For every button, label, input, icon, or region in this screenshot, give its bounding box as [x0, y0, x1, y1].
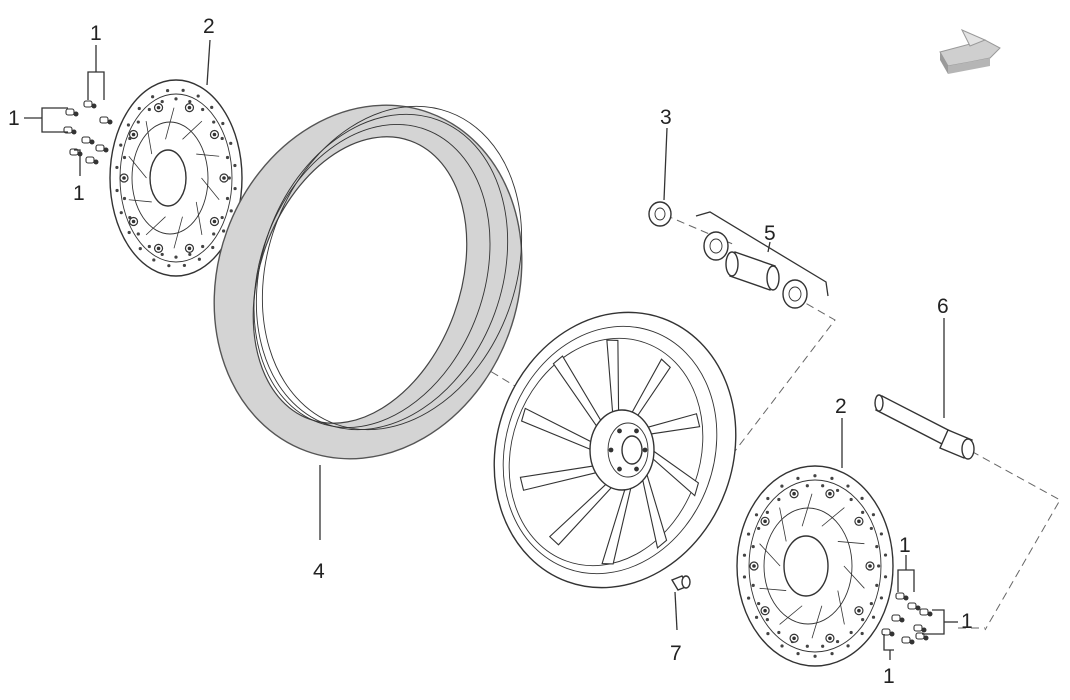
tire	[213, 104, 523, 460]
callout-tire: 4	[313, 560, 325, 583]
bolts-left	[63, 100, 113, 165]
callout-disc-left: 2	[203, 15, 215, 38]
callout-axle: 6	[937, 295, 949, 318]
brake-disc-left	[109, 79, 243, 277]
callout-bolt-lower-right-b: 1	[961, 610, 973, 633]
valve	[670, 575, 691, 591]
bearing-set	[703, 231, 808, 309]
wheel-rim	[493, 311, 737, 589]
spacer	[648, 201, 672, 227]
callout-disc-right: 2	[835, 395, 847, 418]
brake-disc-right	[736, 465, 894, 667]
bolts-right	[881, 592, 933, 645]
callout-bolt-lower-right-a: 1	[899, 534, 911, 557]
direction-arrow-icon	[939, 28, 1001, 74]
leader-lines	[24, 39, 985, 660]
callout-bolt-upper-left-b: 1	[8, 107, 20, 130]
callout-labels: 1 1 1 2 3 4 5 6 7 2 1 1 1	[8, 15, 973, 688]
callout-bolt-lower-right-c: 1	[883, 665, 895, 688]
callout-bolt-upper-left-a: 1	[90, 22, 102, 45]
callout-valve: 7	[670, 642, 682, 665]
callout-spacer: 3	[660, 106, 672, 129]
callout-bolt-upper-left-c: 1	[73, 182, 85, 205]
axle	[874, 394, 975, 460]
callout-bearing-set: 5	[764, 222, 776, 245]
